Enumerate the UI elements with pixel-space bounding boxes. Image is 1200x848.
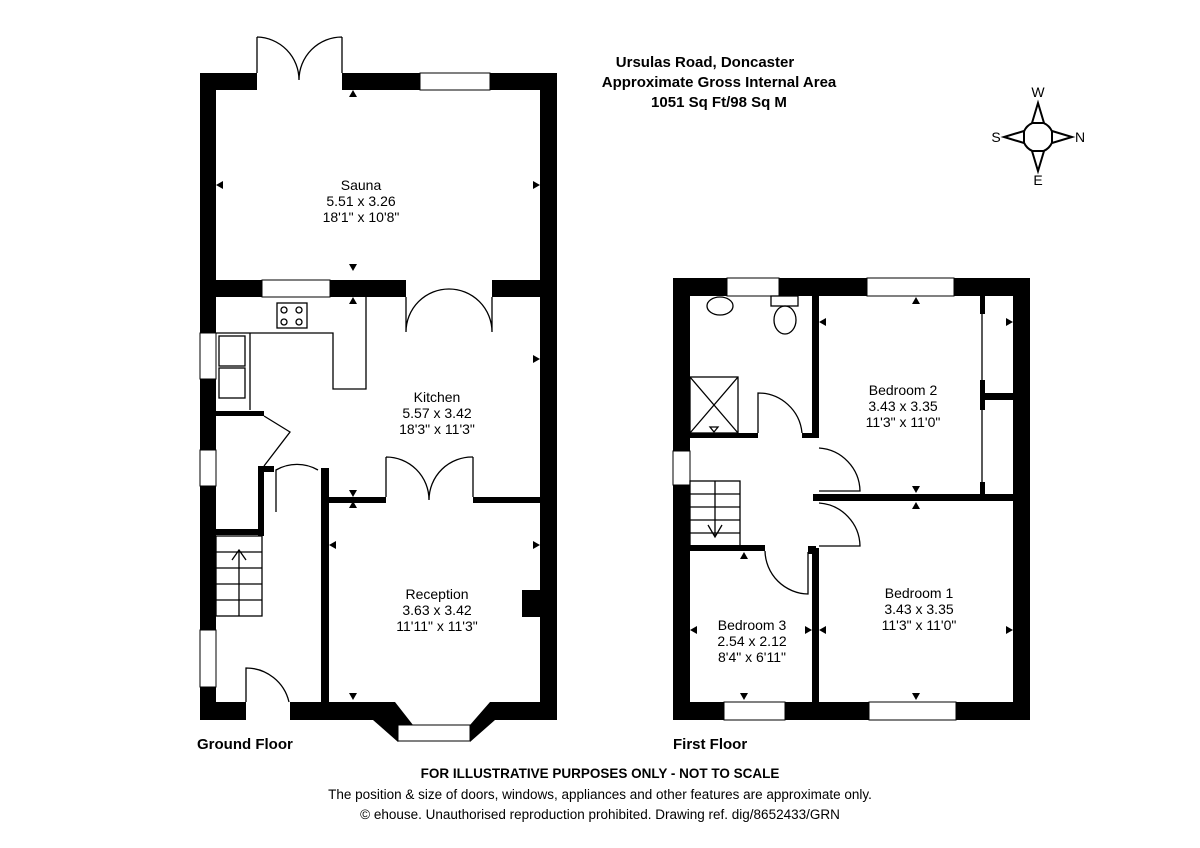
room-imperial-reception: 11'11" x 11'3" bbox=[396, 618, 477, 634]
room-metric-sauna: 5.51 x 3.26 bbox=[326, 193, 395, 209]
first-floor-label: First Floor bbox=[673, 736, 747, 753]
area-label: Approximate Gross Internal Area bbox=[602, 74, 837, 91]
note: The position & size of doors, windows, a… bbox=[328, 787, 872, 802]
room-name-sauna: Sauna bbox=[341, 177, 382, 193]
compass-w: W bbox=[1031, 84, 1045, 100]
copyright: © ehouse. Unauthorised reproduction proh… bbox=[360, 807, 840, 822]
room-metric-bedroom-2: 3.43 x 3.35 bbox=[868, 398, 937, 414]
header: Ursulas Road, Doncaster Approximate Gros… bbox=[602, 54, 837, 111]
room-metric-reception: 3.63 x 3.42 bbox=[402, 602, 471, 618]
area-value: 1051 Sq Ft/98 Sq M bbox=[651, 94, 787, 111]
footer: FOR ILLUSTRATIVE PURPOSES ONLY - NOT TO … bbox=[328, 766, 872, 822]
compass-n: N bbox=[1075, 129, 1085, 145]
room-imperial-bedroom-1: 11'3" x 11'0" bbox=[882, 617, 957, 633]
room-imperial-kitchen: 18'3" x 11'3" bbox=[399, 421, 475, 437]
room-name-bedroom-3: Bedroom 3 bbox=[718, 617, 787, 633]
ground-floor-label: Ground Floor bbox=[197, 736, 293, 753]
room-imperial-sauna: 18'1" x 10'8" bbox=[323, 209, 400, 225]
first-floor-plan: Bedroom 2 3.43 x 3.35 11'3" x 11'0" Bedr… bbox=[672, 277, 1030, 753]
compass-s: S bbox=[991, 129, 1000, 145]
disclaimer: FOR ILLUSTRATIVE PURPOSES ONLY - NOT TO … bbox=[421, 766, 780, 781]
room-metric-bedroom-1: 3.43 x 3.35 bbox=[884, 601, 953, 617]
room-imperial-bedroom-2: 11'3" x 11'0" bbox=[866, 414, 941, 430]
room-name-kitchen: Kitchen bbox=[414, 389, 461, 405]
compass-icon: W S N E bbox=[991, 84, 1085, 188]
room-metric-bedroom-3: 2.54 x 2.12 bbox=[717, 633, 786, 649]
ground-floor-plan: Sauna 5.51 x 3.26 18'1" x 10'8" Kitchen … bbox=[197, 36, 557, 753]
room-metric-kitchen: 5.57 x 3.42 bbox=[402, 405, 471, 421]
room-imperial-bedroom-3: 8'4" x 6'11" bbox=[718, 649, 786, 665]
room-name-reception: Reception bbox=[405, 586, 468, 602]
room-name-bedroom-2: Bedroom 2 bbox=[869, 382, 938, 398]
room-name-bedroom-1: Bedroom 1 bbox=[885, 585, 954, 601]
compass-e: E bbox=[1033, 172, 1042, 188]
address-title: Ursulas Road, Doncaster bbox=[616, 54, 795, 71]
